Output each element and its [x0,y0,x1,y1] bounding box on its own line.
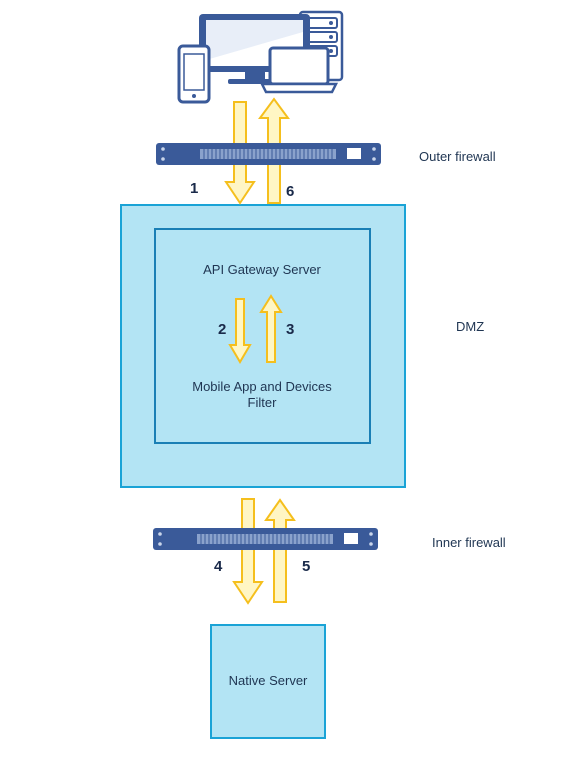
filter-label-line2: Filter [248,395,278,410]
phone-icon [177,44,211,104]
laptop-icon [259,46,339,94]
step-1-label: 1 [190,180,198,197]
inner-firewall-icon [153,528,378,550]
native-server-label: Native Server [229,673,308,688]
native-server-box [210,624,326,739]
step-2-label: 2 [218,321,226,338]
outer-firewall-icon [156,143,381,165]
arrow-step-5 [264,498,296,603]
step-5-label: 5 [302,558,310,575]
outer-firewall-label: Outer firewall [419,149,496,164]
api-gateway-box [154,228,371,444]
step-4-label: 4 [214,558,223,575]
api-gateway-label: API Gateway Server [203,262,321,277]
arrow-step-2 [228,298,252,364]
inner-firewall-label: Inner firewall [432,535,506,550]
client-devices [177,10,344,104]
step-3-label: 3 [286,321,294,338]
arrow-step-3 [259,294,283,363]
filter-label-line1: Mobile App and Devices [192,379,332,394]
arrow-step-4 [232,498,264,605]
dmz-label: DMZ [456,319,484,334]
step-6-label: 6 [286,183,294,200]
